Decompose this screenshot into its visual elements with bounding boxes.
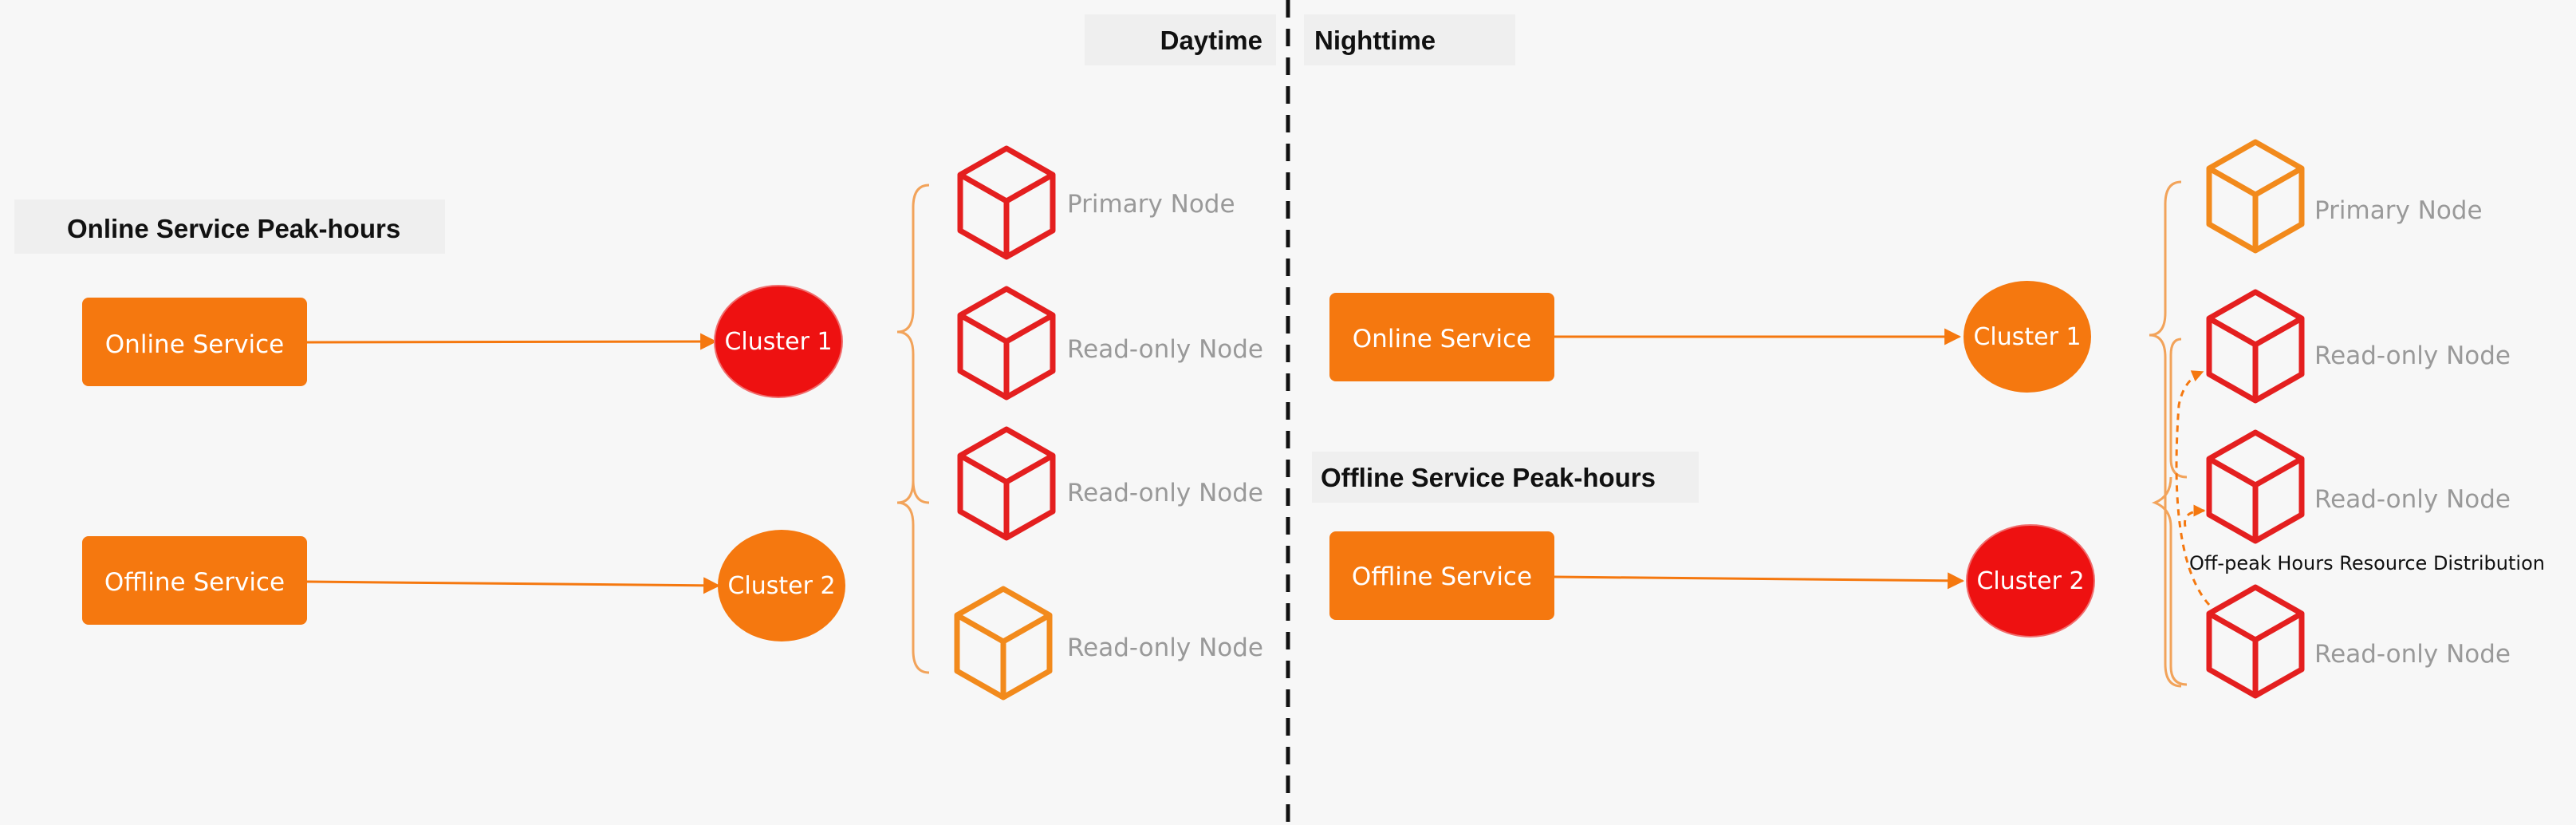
day-offline-service-label: Offline Service <box>104 568 285 597</box>
night-node-1-label: Read-only Node <box>2314 341 2511 370</box>
redistribution-arrow-short <box>2184 504 2206 527</box>
day-node-2-label: Read-only Node <box>1067 479 1263 507</box>
day-node-3-label: Read-only Node <box>1067 634 1263 662</box>
night-cluster-1-brace <box>2149 180 2182 688</box>
day-node-2-cube-icon <box>960 429 1053 538</box>
day-online-service-label: Online Service <box>105 330 284 359</box>
night-node-2-label: Read-only Node <box>2314 485 2511 514</box>
night-cluster-1: Cluster 1 <box>1964 281 2091 393</box>
off-peak-annotation: Off-peak Hours Resource Distribution <box>2189 552 2545 574</box>
night-node-2-cube-icon <box>2209 432 2302 541</box>
day-online-service-box: Online Service <box>82 298 307 386</box>
day-node-1: Read-only Node <box>960 289 1263 397</box>
night-online-service-label: Online Service <box>1353 325 1531 353</box>
night-node-1-cube-icon <box>2209 292 2302 401</box>
day-node-0-label: Primary Node <box>1067 190 1235 219</box>
nighttime-header-bg <box>1304 14 1515 65</box>
day-cluster-2-brace <box>896 480 930 674</box>
redistribution-arrow-long <box>2175 370 2211 606</box>
day-node-3: Read-only Node <box>957 589 1263 697</box>
day-node-1-label: Read-only Node <box>1067 335 1263 364</box>
night-offline-service-box: Offline Service <box>1329 531 1554 620</box>
day-node-3-cube-icon <box>957 589 1050 697</box>
day-node-0: Primary Node <box>960 148 1235 257</box>
night-cluster-1-label: Cluster 1 <box>1973 323 2081 351</box>
night-section-title: Offline Service Peak-hours <box>1321 463 1656 492</box>
night-offline-arrow <box>1554 572 1965 590</box>
day-offline-arrow <box>306 577 721 594</box>
day-node-0-cube-icon <box>960 148 1053 257</box>
daytime-header-bg <box>1085 14 1276 65</box>
night-node-1: Read-only Node <box>2209 292 2511 401</box>
night-cluster-2: Cluster 2 <box>1966 524 2095 638</box>
daytime-header: Daytime <box>1160 26 1262 55</box>
night-node-3-label: Read-only Node <box>2314 640 2511 669</box>
day-node-2: Read-only Node <box>960 429 1263 538</box>
day-section-title-bg <box>14 199 445 254</box>
night-cluster-2-brace-lower <box>2151 476 2188 686</box>
night-node-3: Read-only Node <box>2209 587 2511 696</box>
night-cluster-2-brace <box>2169 338 2188 479</box>
night-online-service-box: Online Service <box>1329 293 1554 381</box>
day-section-title: Online Service Peak-hours <box>67 214 400 243</box>
nighttime-header: Nighttime <box>1314 26 1436 55</box>
night-cluster-2-label: Cluster 2 <box>1976 567 2084 595</box>
night-section-title-bg <box>1312 452 1699 503</box>
day-cluster-2-label: Cluster 2 <box>727 572 835 600</box>
night-node-2: Read-only Node <box>2209 432 2511 541</box>
day-cluster-2: Cluster 2 <box>718 530 845 641</box>
day-offline-service-box: Offline Service <box>82 536 307 625</box>
day-cluster-1: Cluster 1 <box>714 285 843 398</box>
day-online-arrow <box>306 333 718 350</box>
day-cluster-1-label: Cluster 1 <box>724 328 832 356</box>
night-node-0-cube-icon <box>2209 142 2302 251</box>
day-cluster-1-brace <box>896 184 930 504</box>
night-node-0-label: Primary Node <box>2314 196 2483 225</box>
night-node-3-cube-icon <box>2209 587 2302 696</box>
night-node-0: Primary Node <box>2209 142 2483 251</box>
night-offline-service-label: Offline Service <box>1352 562 1532 591</box>
day-node-1-cube-icon <box>960 289 1053 397</box>
